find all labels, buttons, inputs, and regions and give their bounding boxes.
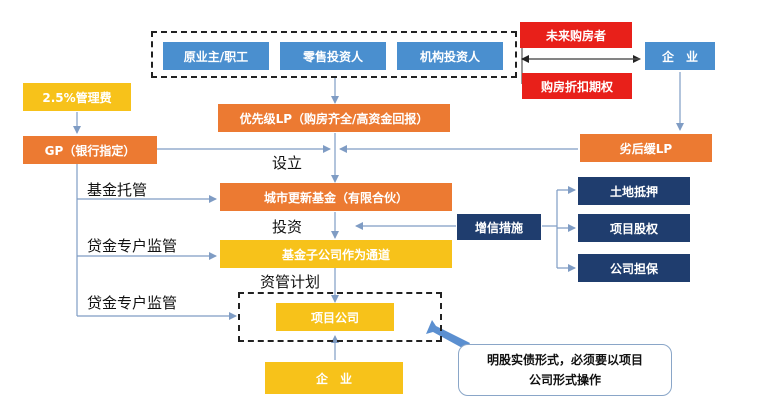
label-loan-supervision-2: 贷金专户监管 [87, 294, 178, 312]
node-owner-staff: 原业主/职工 [163, 42, 269, 70]
node-urban-renewal-fund: 城市更新基金（有限合伙） [220, 183, 452, 211]
node-institutional-investor: 机构投资人 [397, 42, 503, 70]
node-discount-option: 购房折扣期权 [522, 73, 632, 99]
label-invest: 投资 [272, 218, 303, 236]
callout-arrow-icon [426, 320, 470, 350]
label-establish: 设立 [272, 154, 303, 172]
callout-line-2: 公司形式操作 [528, 373, 601, 387]
callout-note: 明股实债形式，必须要以项目 公司形式操作 [458, 344, 672, 396]
node-land-mortgage: 土地抵押 [578, 177, 690, 205]
node-future-buyer: 未来购房者 [520, 22, 632, 48]
node-enterprise-top: 企 业 [645, 42, 715, 70]
node-company-guarantee: 公司担保 [578, 254, 690, 282]
label-fund-custody: 基金托管 [87, 181, 148, 199]
node-project-equity: 项目股权 [578, 214, 690, 242]
node-senior-lp: 优先级LP（购房齐全/高资金回报） [218, 104, 450, 132]
label-asset-plan: 资管计划 [260, 273, 321, 291]
label-loan-supervision-1: 贷金专户监管 [87, 237, 178, 255]
node-gp: GP（银行指定） [23, 136, 157, 164]
node-enterprise-bottom: 企 业 [265, 362, 403, 394]
node-project-company: 项目公司 [276, 303, 394, 331]
node-subordinated-lp: 劣后缓LP [580, 134, 712, 162]
callout-line-1: 明股实债形式，必须要以项目 [486, 353, 643, 367]
investor-group-dashed-frame [151, 31, 517, 78]
project-company-dashed-frame [238, 292, 442, 342]
node-subsidiary-channel: 基金子公司作为通道 [220, 240, 452, 268]
node-management-fee: 2.5%管理费 [23, 83, 131, 111]
node-credit-enhancement: 增信措施 [457, 214, 541, 240]
node-retail-investor: 零售投资人 [280, 42, 386, 70]
